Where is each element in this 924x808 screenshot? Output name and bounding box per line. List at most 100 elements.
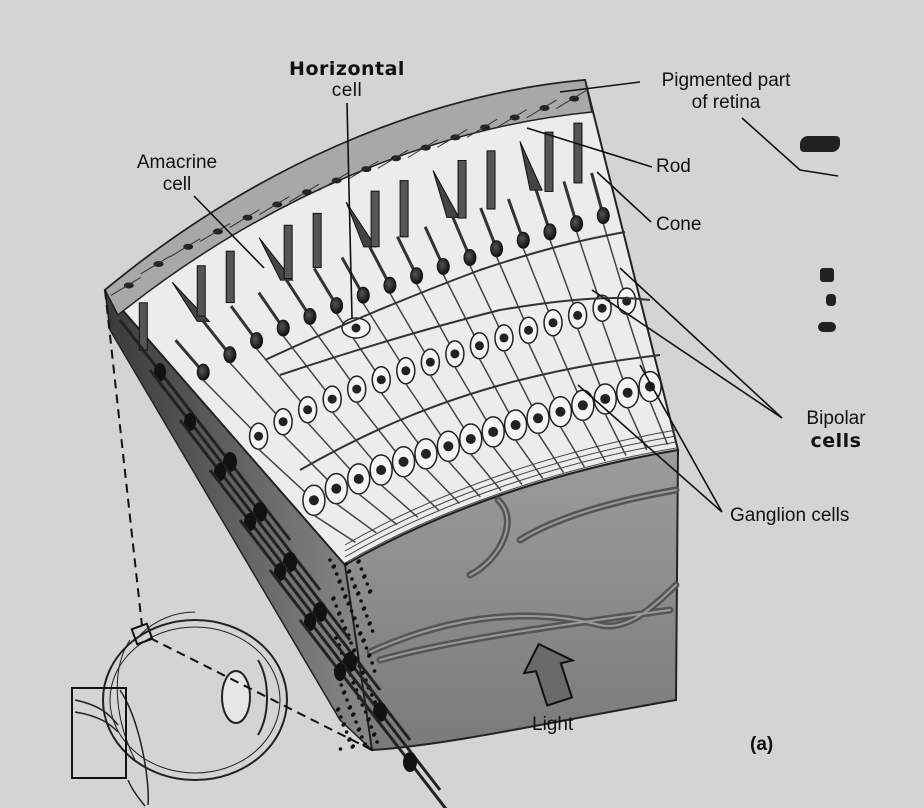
bipolar-cell-nucleus — [278, 417, 288, 427]
side-cells — [118, 319, 448, 808]
pigment-cell-border — [318, 172, 349, 191]
ganglion-axon — [403, 476, 440, 511]
pigment-cell-nucleus — [391, 155, 402, 162]
label-horizontal-line2: cell — [331, 80, 363, 101]
photoreceptor-nucleus — [570, 215, 584, 233]
stipple-dot — [347, 601, 351, 605]
stipple-dot — [328, 558, 332, 562]
ganglion-cell-nucleus — [488, 426, 499, 437]
stipple-dot — [337, 611, 342, 615]
bipolar-dendrite — [255, 348, 309, 411]
pigment-cell-border — [199, 223, 231, 242]
photoreceptor-nucleus — [303, 307, 317, 325]
pigment-cell-border — [110, 277, 142, 296]
rod-outer-segment — [312, 212, 322, 268]
nerve-fiber-layer — [343, 448, 680, 752]
stipple-dot — [338, 747, 343, 751]
bipolar-cell-nucleus — [597, 303, 607, 313]
bipolar-cell-nucleus — [303, 405, 313, 415]
ganglion-cell-nucleus — [376, 465, 387, 476]
optic-nerve-inset — [74, 689, 150, 807]
bipolar-dendrite — [575, 231, 603, 309]
bipolar-dendrite — [495, 256, 530, 331]
pigment-cell-border — [466, 118, 498, 138]
pen-scribble-4 — [818, 322, 836, 332]
stipple-dot — [348, 705, 353, 709]
ganglion-axon — [582, 419, 606, 462]
stipple-dot — [359, 599, 363, 603]
stipple-dot — [351, 712, 356, 716]
ganglion-axon — [425, 468, 461, 504]
label-amacrine-line2: cell — [162, 174, 192, 195]
stipple-dot — [334, 604, 339, 608]
label-pigmented-line1: Pigmented part — [661, 70, 791, 91]
label-cone: Cone — [656, 214, 702, 235]
label-rod: Rod — [656, 156, 691, 177]
ganglion-cell-nucleus — [420, 448, 431, 459]
eyeball-inset — [102, 611, 288, 781]
stipple-dot — [350, 577, 354, 581]
photoreceptor-nucleus — [436, 258, 450, 276]
ganglion-cell-nucleus — [622, 387, 633, 398]
stipple-dot — [334, 572, 339, 576]
stipple-dot — [336, 707, 341, 711]
pigment-cell-nucleus — [539, 104, 550, 111]
stipple-dot — [344, 594, 348, 598]
ganglion-axon — [492, 446, 523, 485]
stipple-dot — [358, 631, 363, 635]
pen-scribble-3 — [826, 294, 836, 306]
leader-bipolar-2 — [591, 289, 783, 419]
rod-outer-segment — [486, 150, 496, 210]
ganglion-cell-nucleus — [331, 483, 342, 494]
stipple-dot — [368, 621, 372, 625]
pigment-cell-border — [169, 238, 201, 258]
pen-scribble-1 — [800, 136, 840, 152]
ganglion-axon — [380, 484, 419, 518]
ganglion-cell-nucleus — [398, 456, 409, 467]
photoreceptor-nucleus — [250, 332, 264, 350]
stipple-dot — [369, 725, 374, 729]
bipolar-cell-nucleus — [474, 341, 484, 351]
ganglion-cell-nucleus — [465, 434, 476, 445]
side-cell-nucleus — [403, 752, 417, 772]
photoreceptor-nucleus — [330, 297, 344, 315]
light-arrow — [522, 642, 576, 707]
side-cell-fiber — [298, 619, 448, 808]
cone-outer-segment — [258, 237, 294, 281]
stipple-dot — [332, 596, 336, 600]
rod-outer-segment — [457, 160, 467, 219]
pigment-cell-border — [526, 99, 557, 119]
blood-vessel-highlights — [369, 489, 677, 661]
leader-horizontal — [346, 102, 353, 319]
stipple-dot — [351, 744, 356, 748]
stipple-dot — [332, 564, 337, 568]
bipolar-cell-nucleus — [524, 325, 534, 335]
cone-outer-segment — [519, 141, 543, 191]
rod-outer-segment — [225, 250, 235, 304]
optic-disc-box — [71, 687, 127, 779]
pigment-cell-nucleus — [153, 260, 164, 267]
ganglion-axon — [604, 413, 627, 456]
rod-outer-segment — [283, 224, 293, 280]
label-horizontal-cell: Horizontal cell — [283, 58, 411, 102]
stipple-dot — [365, 614, 369, 618]
bipolar-cell-nucleus — [254, 431, 264, 441]
bipolar-cell-nucleus — [401, 366, 411, 376]
retina-section-marker — [130, 622, 154, 646]
rod-outer-segment — [196, 265, 206, 317]
photoreceptor-nucleus — [543, 223, 557, 241]
rod-outer-segment — [399, 180, 409, 238]
label-amacrine-line1: Amacrine — [136, 152, 218, 173]
pigment-cell-border — [140, 255, 171, 275]
stipple-dot — [344, 730, 349, 734]
pigmented-layer — [104, 79, 593, 317]
stipple-dot — [365, 582, 370, 586]
ganglion-axon — [358, 493, 398, 526]
stipple-dot — [375, 740, 379, 744]
pigment-cell-nucleus — [123, 282, 134, 289]
label-bipolar-line2: cells — [810, 430, 862, 452]
pigment-cell-nucleus — [361, 166, 372, 173]
bipolar-cell-nucleus — [327, 394, 337, 404]
label-bipolar-line1: Bipolar — [806, 408, 866, 429]
stipple-dot — [342, 722, 347, 726]
